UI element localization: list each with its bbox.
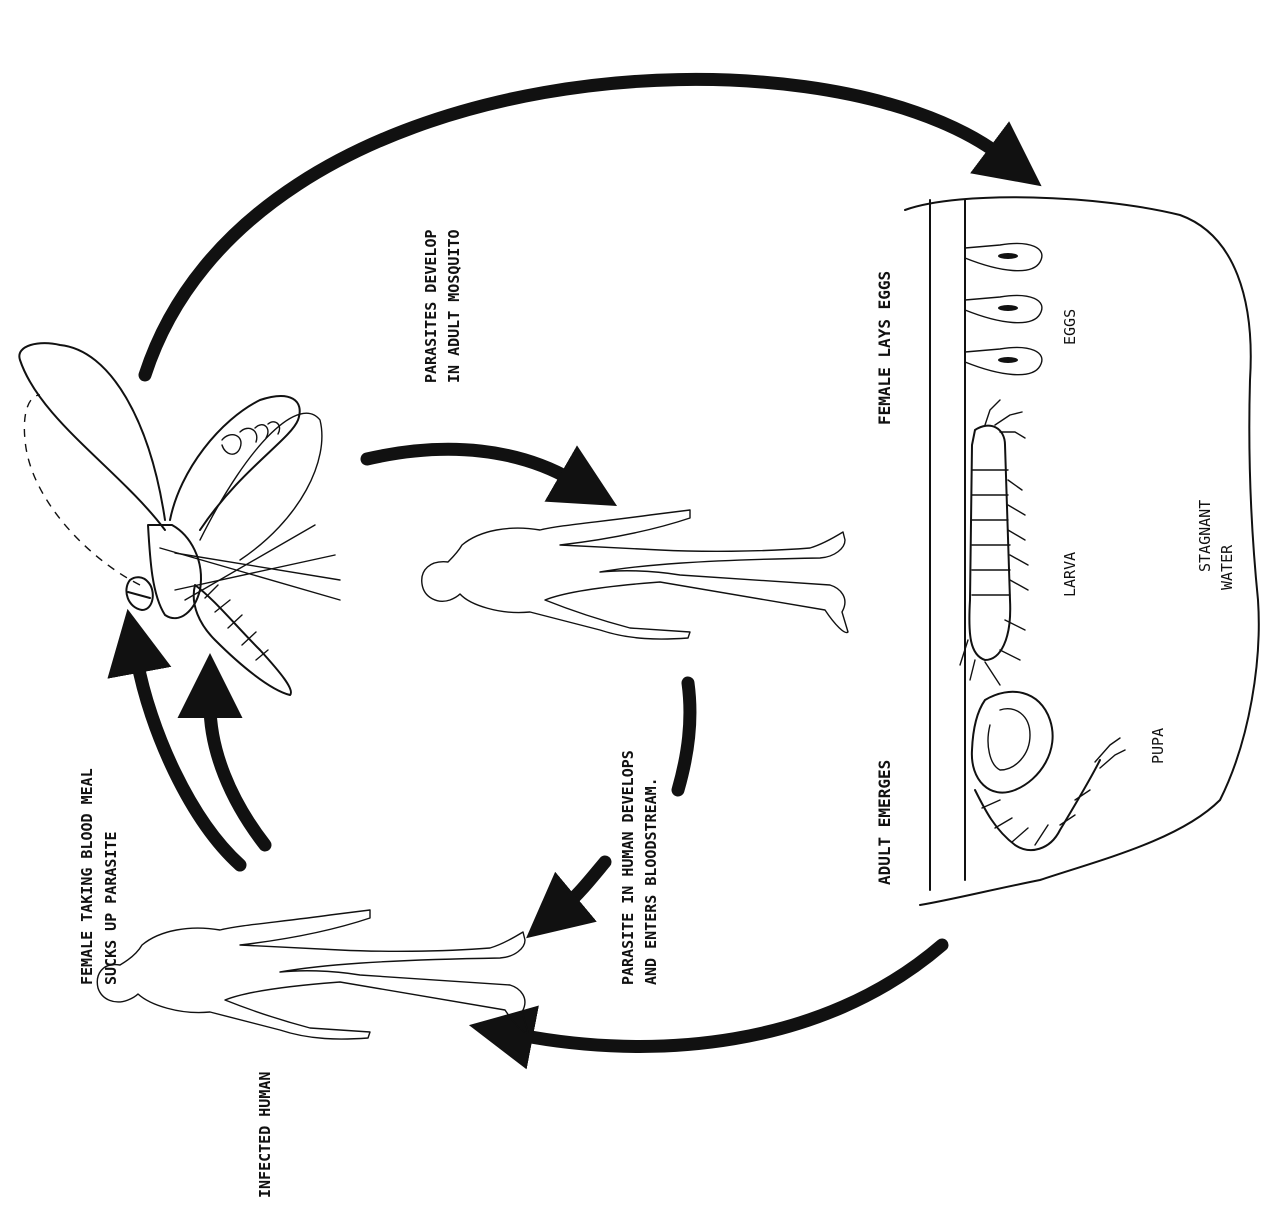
larva-segments — [972, 470, 1010, 595]
label-parasites-develop: PARASITES DEVELOP IN ADULT MOSQUITO — [422, 229, 463, 383]
pupa-inner — [988, 709, 1030, 770]
human-outline-infected — [97, 910, 528, 1039]
label-larva: LARVA — [1061, 552, 1079, 597]
label-stagnant-line2: WATER — [1218, 544, 1236, 590]
mosquito-body — [170, 396, 300, 530]
mosquito-illustration — [19, 343, 340, 695]
egg-dot-3 — [998, 357, 1018, 363]
human-figure-development — [422, 510, 848, 639]
arrow-development-down — [678, 683, 690, 790]
human-outline-development — [422, 510, 848, 639]
label-female-taking-line2: SUCKS UP PARASITE — [102, 831, 120, 985]
mosquito-abdomen — [194, 585, 291, 695]
arrow-mosquito-to-human — [367, 449, 572, 480]
label-stagnant-water: STAGNANT WATER — [1196, 500, 1236, 590]
eggs-illustration — [965, 244, 1042, 375]
mosquito-leg-4 — [185, 525, 315, 600]
egg-dot-1 — [998, 253, 1018, 259]
label-parasite-in-human-line2: AND ENTERS BLOODSTREAM. — [642, 777, 660, 985]
label-parasite-in-human: PARASITE IN HUMAN DEVELOPS AND ENTERS BL… — [619, 750, 660, 985]
label-female-taking: FEMALE TAKING BLOOD MEAL SUCKS UP PARASI… — [78, 768, 120, 985]
label-female-taking-line1: FEMALE TAKING BLOOD MEAL — [78, 768, 96, 985]
arrow-to-infected-human — [566, 862, 605, 905]
cycle-arrow-to-human — [520, 945, 942, 1046]
human-figure-infected — [97, 910, 528, 1039]
mosquito-hindwing — [200, 413, 322, 560]
pupa-body — [972, 692, 1053, 793]
label-female-lays-eggs: FEMALE LAYS EGGS — [875, 271, 894, 425]
label-parasites-develop-line2: IN ADULT MOSQUITO — [445, 229, 463, 383]
pupa-illustration — [972, 692, 1125, 850]
label-adult-emerges: ADULT EMERGES — [875, 760, 894, 885]
mosquito-thorax — [148, 525, 201, 618]
cycle-arrow-to-water — [145, 79, 1000, 375]
larva-head-antennae — [985, 400, 1025, 438]
label-eggs: EGGS — [1061, 309, 1079, 345]
mosquito-wing-dashed — [24, 395, 140, 585]
pupa-paddles — [1095, 738, 1125, 768]
mosquito-proboscis — [128, 592, 150, 598]
label-parasites-develop-line1: PARASITES DEVELOP — [422, 229, 440, 383]
larva-body — [969, 426, 1010, 660]
arrow-up-inner — [210, 705, 265, 845]
egg-dot-2 — [998, 305, 1018, 311]
label-stagnant-line1: STAGNANT — [1196, 500, 1214, 572]
label-infected-human: INFECTED HUMAN — [256, 1072, 274, 1198]
label-pupa: PUPA — [1149, 728, 1167, 764]
label-parasite-in-human-line1: PARASITE IN HUMAN DEVELOPS — [619, 750, 637, 985]
pupa-tail-segments — [982, 790, 1090, 845]
larva-illustration — [960, 400, 1028, 685]
